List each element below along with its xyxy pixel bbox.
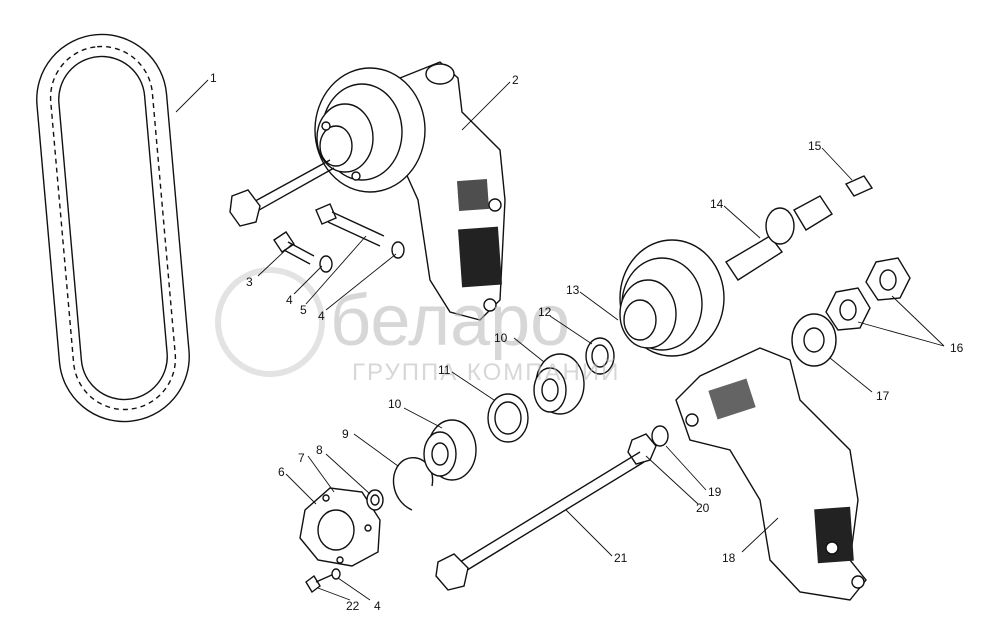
callout-22: 22 [346,599,360,613]
callout-20: 20 [696,501,710,515]
ring-12 [585,337,615,375]
grease-nipple [844,175,874,197]
washer-4-upper [319,255,333,273]
bolt-3 [273,231,315,265]
watermark-brand: беларо [330,281,570,361]
callout-4: 4 [286,293,293,307]
callout-4: 4 [374,599,381,613]
callout-labels: 1 2 3 4 5 4 6 7 8 9 10 10 11 12 13 14 15… [210,71,964,613]
callout-3: 3 [246,275,253,289]
callout-21: 21 [614,551,628,565]
callout-9: 9 [342,427,349,441]
callout-12: 12 [538,305,552,319]
callout-4: 4 [318,309,325,323]
callout-18: 18 [722,551,736,565]
washer-17 [791,313,837,367]
pulley-bolt [229,159,335,227]
callout-10: 10 [388,397,402,411]
washer-4-mid [391,241,405,259]
spacer-ring-11 [487,393,529,443]
callout-6: 6 [278,465,285,479]
watermark: беларо ГРУППА КОМПАНИЙ [215,267,620,386]
tensioner-bracket [675,347,867,601]
callout-8: 8 [316,443,323,457]
callout-15: 15 [808,139,822,153]
long-bolt-21 [435,451,645,591]
bearing-cover [299,487,381,567]
spacer-8 [366,489,384,511]
callout-10: 10 [494,331,508,345]
callout-1: 1 [210,71,217,85]
nut-16-a [865,257,911,301]
bolt-5 [315,203,385,247]
callout-5: 5 [300,303,307,317]
callout-2: 2 [512,73,519,87]
bearing-10-lower [423,419,477,481]
callout-17: 17 [876,389,890,403]
callout-14: 14 [710,197,724,211]
callout-11: 11 [438,363,451,377]
leader-lines [175,79,945,601]
pump-bracket-upper [314,61,506,321]
tensioner-pulley [619,239,725,357]
callout-13: 13 [566,283,580,297]
toothed-belt [36,33,190,423]
washer-19 [651,425,669,447]
callout-19: 19 [708,485,722,499]
nut-16-b [825,287,871,331]
bolt-22 [305,573,335,594]
eccentric-axle [725,195,833,281]
washer-4-lower [331,568,341,580]
bearing-10-upper [533,353,585,415]
callout-16: 16 [950,341,964,355]
watermark-tagline: ГРУППА КОМПАНИЙ [352,358,620,386]
callout-7: 7 [298,451,305,465]
